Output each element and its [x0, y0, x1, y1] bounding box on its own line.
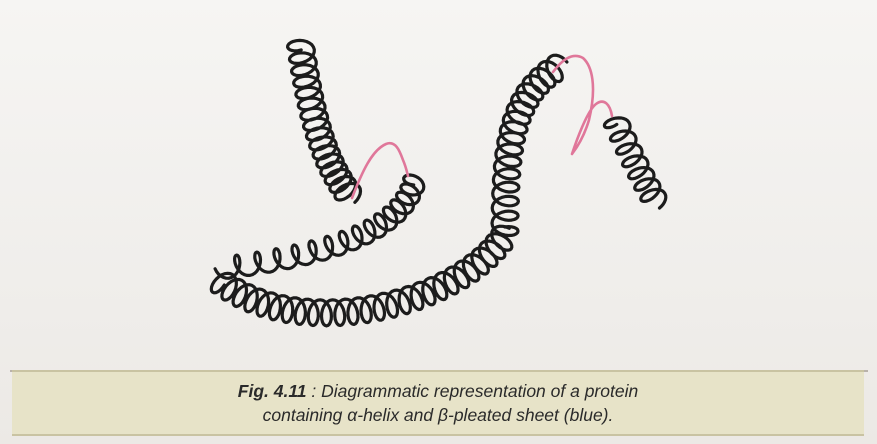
alpha-helix-left-vertical [288, 40, 361, 202]
alpha-helix-right-arc [492, 55, 567, 235]
alpha-helix-left-inner [215, 175, 424, 278]
protein-diagram [0, 0, 877, 370]
caption-line-2: containing α-helix and β-pleated sheet (… [263, 403, 614, 427]
caption-text-1: Diagrammatic representation of a protein [321, 381, 638, 401]
figure-number: Fig. 4.11 [238, 381, 307, 401]
caption-separator: : [307, 381, 322, 401]
caption-line-1: Fig. 4.11 : Diagrammatic representation … [238, 379, 638, 403]
figure-caption: Fig. 4.11 : Diagrammatic representation … [12, 370, 864, 436]
alpha-helix-tail [604, 118, 665, 208]
